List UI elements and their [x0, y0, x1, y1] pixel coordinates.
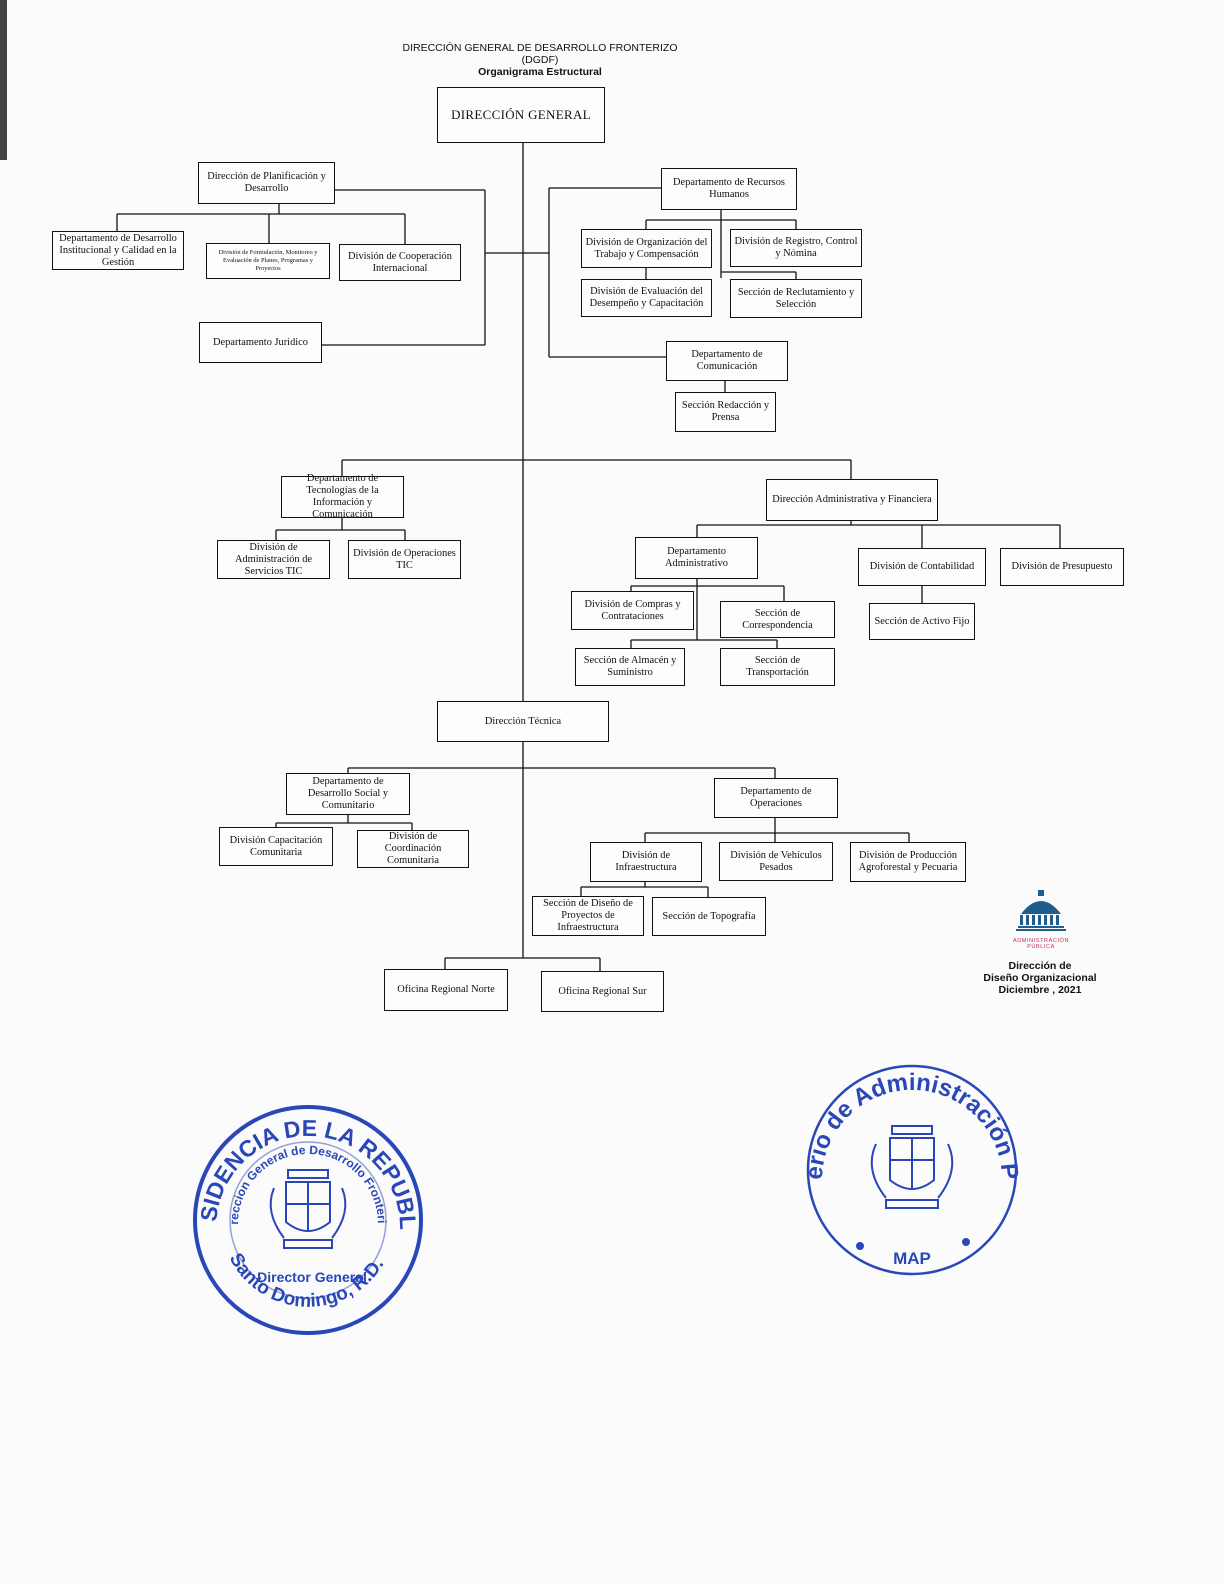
node-dept-desarrollo-social: Departamento de Desarrollo Social y Comu…: [286, 773, 410, 815]
node-div-capacitacion: División Capacitación Comunitaria: [219, 827, 333, 866]
node-div-operaciones-tic: División de Operaciones TIC: [348, 540, 461, 579]
node-div-formulacion: División de Formulación, Monitoreo y Eva…: [206, 243, 330, 279]
node-dept-operaciones: Departamento de Operaciones: [714, 778, 838, 818]
node-div-infraestructura: División de Infraestructura: [590, 842, 702, 882]
node-div-contabilidad: División de Contabilidad: [858, 548, 986, 586]
node-direccion-general: DIRECCIÓN GENERAL: [437, 87, 605, 143]
coat-of-arms-icon: [269, 1169, 347, 1249]
chart-title: DIRECCIÓN GENERAL DE DESARROLLO FRONTERI…: [402, 42, 678, 54]
office-line-1: Dirección de: [1008, 960, 1072, 972]
stamp-left-center: Director General: [257, 1269, 367, 1285]
node-div-produccion: División de Producción Agroforestal y Pe…: [850, 842, 966, 882]
map-logo: ADMINISTRACIÓN PÚBLICA: [1005, 888, 1077, 950]
node-dept-comunicacion: Departamento de Comunicación: [666, 341, 788, 381]
capitol-dome-icon: [1016, 890, 1066, 931]
scan-edge-shadow: [0, 0, 7, 160]
node-dept-administrativo: Departamento Administrativo: [635, 537, 758, 579]
stamp-presidencia: PRESIDENCIA DE LA REPUBLICA Direccion Ge…: [188, 1100, 423, 1335]
node-sec-redaccion: Sección Redacción y Prensa: [675, 392, 776, 432]
stamp-ministerio: Ministerio de Administración Pública MAP: [800, 1058, 1023, 1276]
node-dir-planificacion: Dirección de Planificación y Desarrollo: [198, 162, 335, 204]
node-div-cooperacion: División de Cooperación Internacional: [339, 244, 461, 281]
office-line-2: Diseño Organizacional: [983, 972, 1097, 984]
node-sec-almacen: Sección de Almacén y Suministro: [575, 648, 685, 686]
node-sec-activo-fijo: Sección de Activo Fijo: [869, 603, 975, 640]
node-oficina-sur: Oficina Regional Sur: [541, 971, 664, 1012]
logo-caption: ADMINISTRACIÓN PÚBLICA: [1012, 938, 1070, 950]
node-div-presupuesto: División de Presupuesto: [1000, 548, 1124, 586]
node-dept-tic: Departamento de Tecnologías de la Inform…: [281, 473, 404, 520]
node-div-coordinacion: División de Coordinación Comunitaria: [357, 830, 469, 868]
node-div-compras: División de Compras y Contrataciones: [571, 591, 694, 630]
node-div-evaluacion-desempeno: División de Evaluación del Desempeño y C…: [581, 279, 712, 317]
node-dir-tecnica: Dirección Técnica: [437, 701, 609, 742]
node-div-vehiculos: División de Vehículos Pesados: [719, 842, 833, 881]
node-dept-rrhh: Departamento de Recursos Humanos: [661, 168, 797, 210]
node-sec-correspondencia: Sección de Correspondencia: [720, 601, 835, 638]
node-oficina-norte: Oficina Regional Norte: [384, 969, 508, 1011]
node-sec-reclutamiento: Sección de Reclutamiento y Selección: [730, 279, 862, 318]
chart-acronym: (DGDF): [521, 54, 559, 66]
node-sec-diseno-proyectos: Sección de Diseño de Proyectos de Infrae…: [532, 896, 644, 936]
office-line-3: Diciembre , 2021: [998, 984, 1082, 996]
chart-subtitle: Organigrama Estructural: [478, 66, 602, 78]
stamp-right-bottom: MAP: [893, 1249, 931, 1268]
node-div-admin-servicios-tic: División de Administración de Servicios …: [217, 540, 330, 579]
node-dir-administrativa: Dirección Administrativa y Financiera: [766, 479, 938, 521]
node-dept-desarrollo-institucional: Departamento de Desarrollo Institucional…: [52, 231, 184, 270]
node-dept-juridico: Departamento Jurídico: [199, 322, 322, 363]
office-note: Dirección de Diseño Organizacional Dicie…: [960, 960, 1120, 996]
coat-of-arms-icon: [870, 1125, 954, 1209]
node-sec-topografia: Sección de Topografía: [652, 897, 766, 936]
node-div-organizacion-trabajo: División de Organización del Trabajo y C…: [581, 229, 712, 268]
node-sec-transportacion: Sección de Transportación: [720, 648, 835, 686]
node-div-registro: División de Registro, Control y Nómina: [730, 229, 862, 267]
